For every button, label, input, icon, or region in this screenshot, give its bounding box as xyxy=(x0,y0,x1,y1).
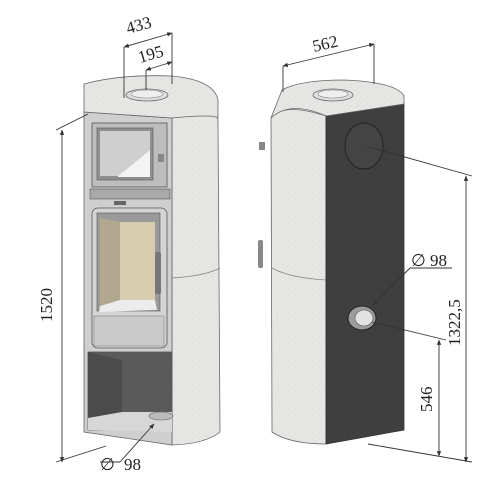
side-view-stove xyxy=(258,79,405,445)
fire-door-lower-panel xyxy=(93,315,165,347)
rear-upper-outlet xyxy=(344,122,384,170)
side-dimensions: 562 1322,5 546 ∅ 98 xyxy=(282,32,473,463)
dim-side-outlet-diameter: 98 xyxy=(430,251,447,270)
dim-front-height: 1520 xyxy=(37,288,56,322)
fire-door-handle xyxy=(155,252,161,294)
side-door-knob xyxy=(259,142,265,150)
front-bottom-outlet xyxy=(148,411,174,421)
dim-side-diameter-symbol: ∅ xyxy=(411,251,426,270)
upper-door-knob xyxy=(158,154,164,162)
firebox-floor xyxy=(99,300,157,312)
front-stone-joint xyxy=(171,267,221,279)
side-stone-joint xyxy=(271,267,327,281)
side-door-handle xyxy=(258,240,263,268)
upper-door-ledge xyxy=(89,188,171,200)
rear-lower-outlet-inner xyxy=(354,309,374,327)
firebrick-side xyxy=(100,218,120,306)
dim-side-rear-outlet-height: 1322,5 xyxy=(445,299,464,346)
dim-front-flue-offset: 195 xyxy=(136,42,166,67)
air-control xyxy=(114,201,126,205)
upper-door-floor xyxy=(118,150,150,177)
dim-side-width: 562 xyxy=(311,32,340,56)
side-flue-inner xyxy=(317,89,349,99)
front-view-stove xyxy=(83,75,221,446)
dim-front-depth: 433 xyxy=(124,13,154,38)
firebrick-back xyxy=(120,222,155,300)
dim-front-outlet-diameter: 98 xyxy=(124,455,141,474)
storage-side-wall xyxy=(88,352,122,418)
dim-front-diameter-symbol: ∅ xyxy=(100,455,115,474)
dim-side-outlet-height: 546 xyxy=(417,387,436,413)
front-flue-inner xyxy=(130,89,164,99)
upper-door-interior xyxy=(100,131,150,176)
